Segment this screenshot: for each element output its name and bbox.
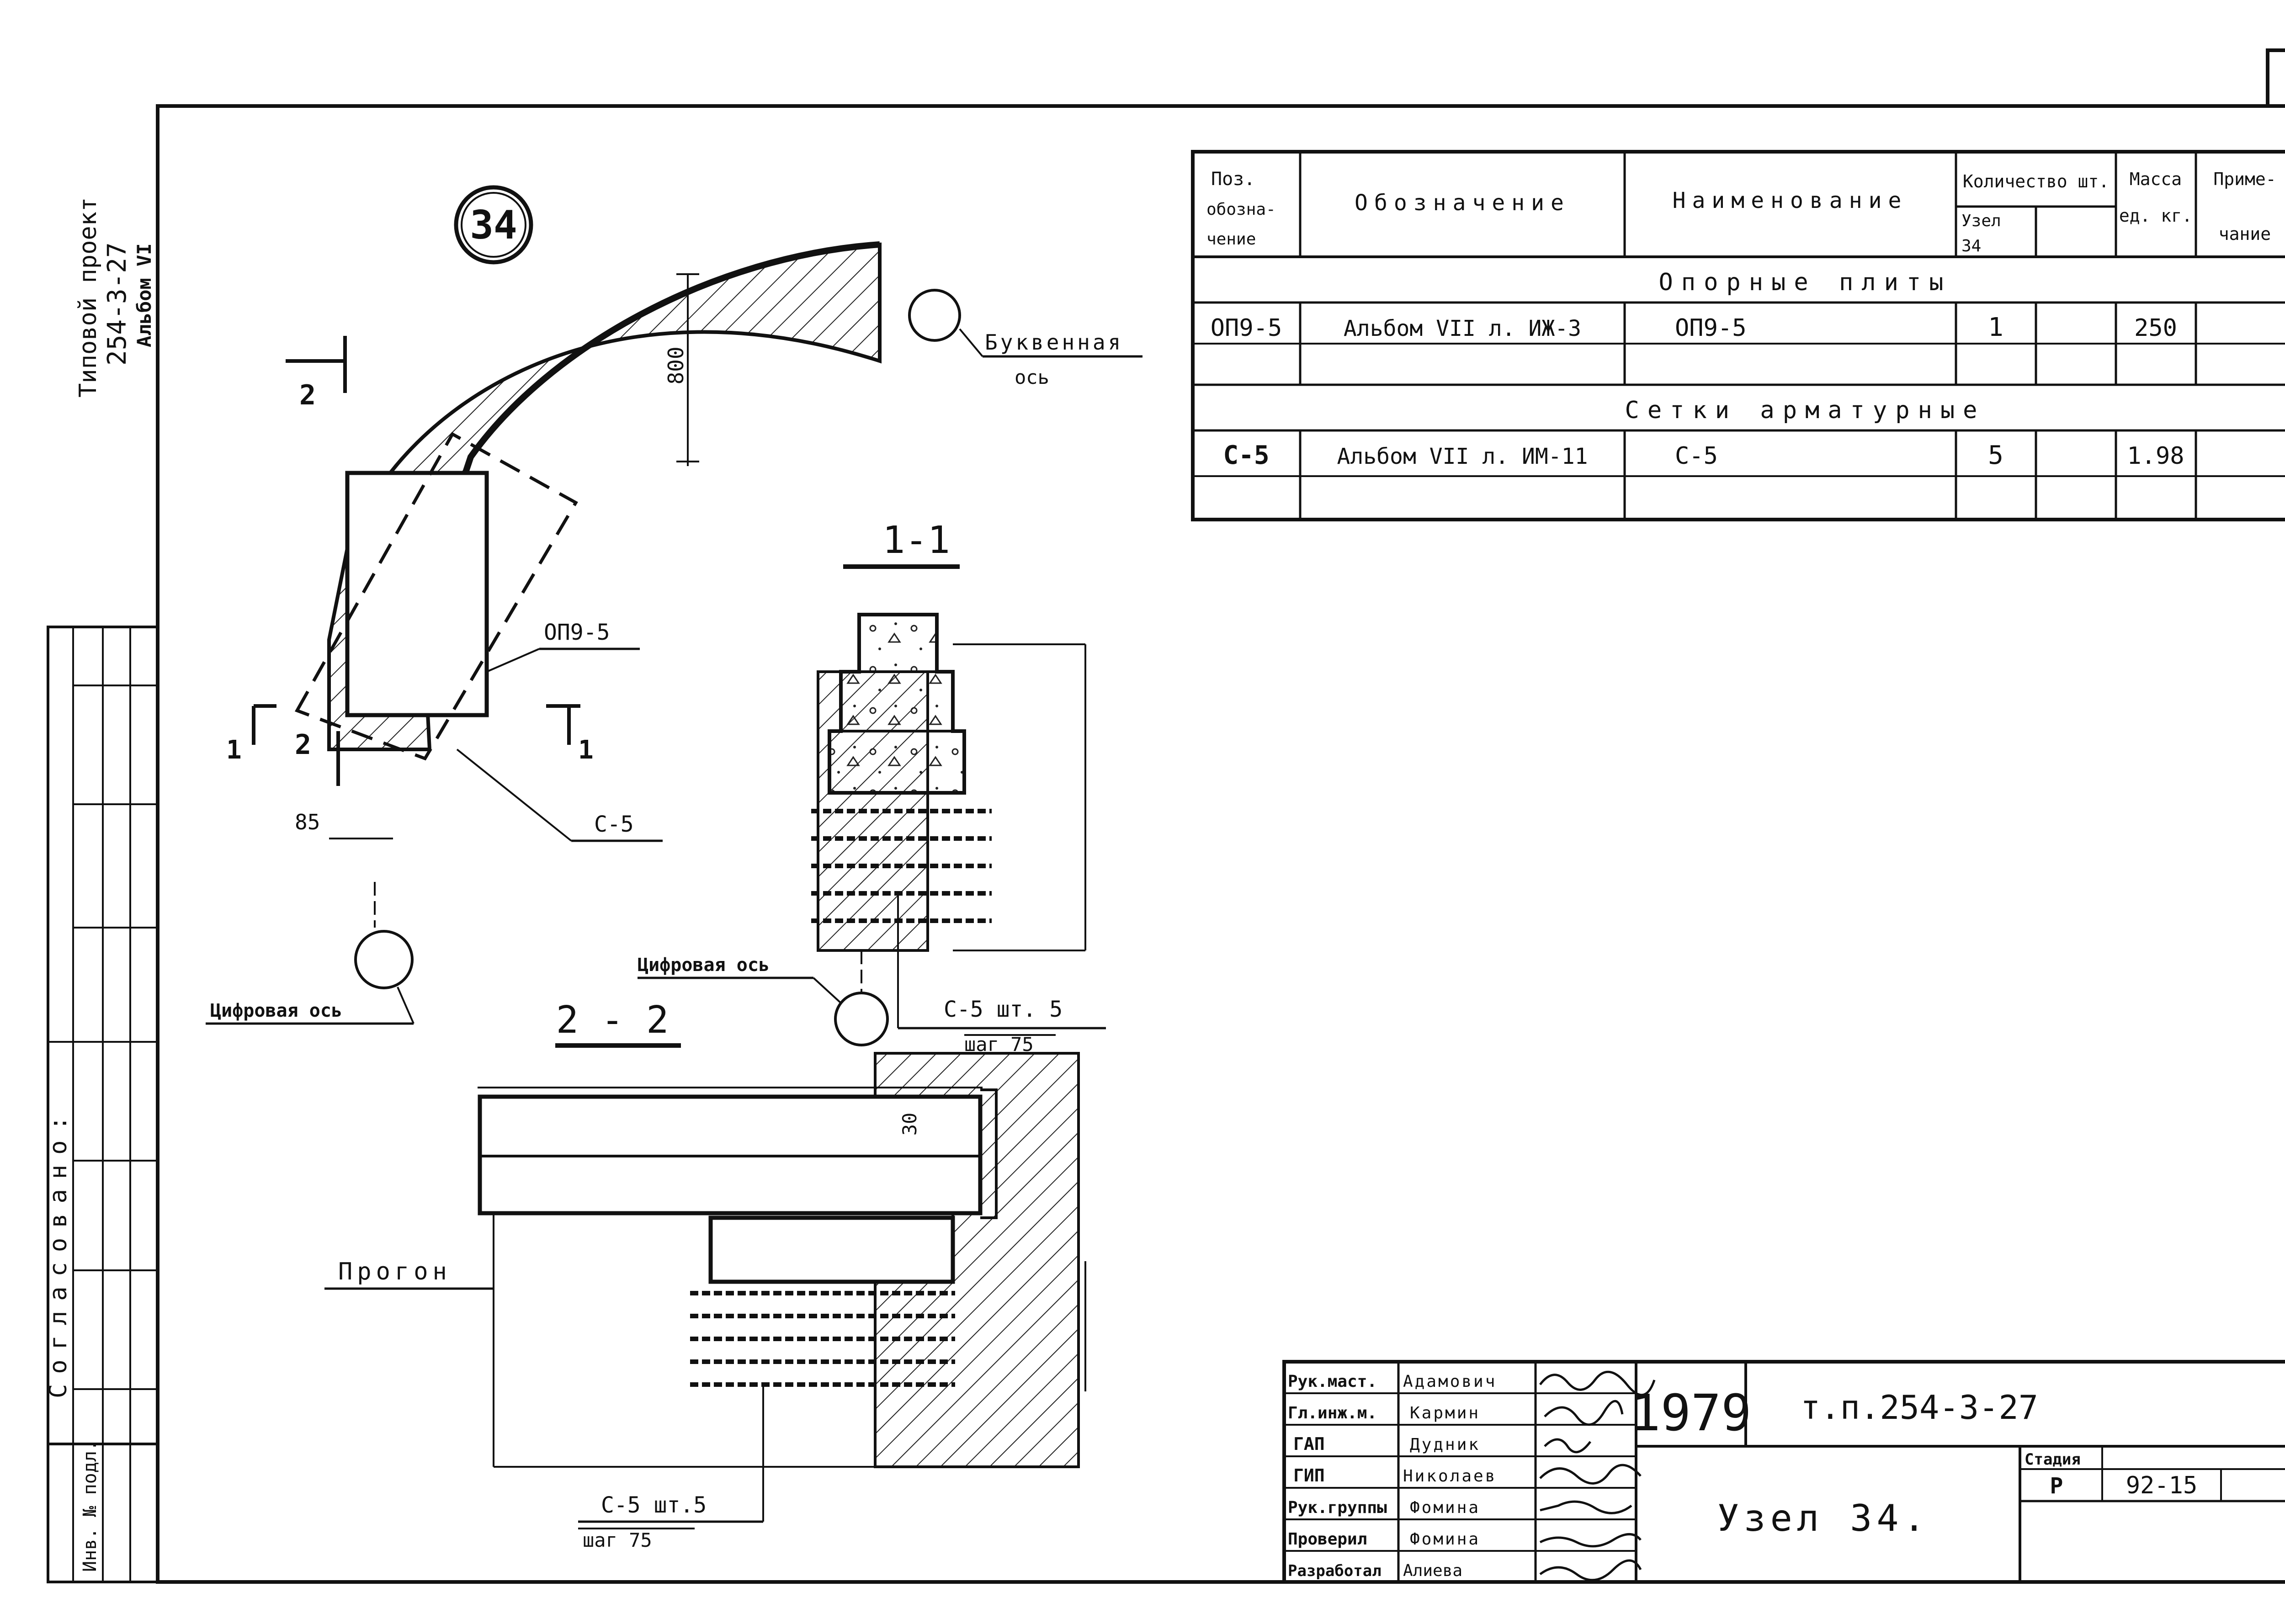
row1-name: ОП9-5 [1675, 314, 1747, 342]
approval-strip: Согласовано: Инв. № подл. [45, 626, 159, 1583]
page-number-box [2266, 48, 2285, 108]
row1-designation: Альбом VII л. ИЖ-3 [1344, 316, 1581, 341]
header-pos-2: обозна- [1206, 200, 1276, 219]
section-2-2-mesh-label: С-5 шт.5 [601, 1492, 707, 1518]
section-2-2: 2 - 2 30 С-5 шт.5 шаг 75 Прогон [324, 998, 1086, 1551]
cut-1-left: 1 [226, 735, 242, 765]
section-1-1-mesh-step: шаг 75 [964, 1033, 1034, 1056]
title-code: т.п.254-3-27 [1801, 1388, 2038, 1427]
header-qty-node-number: 34 [1961, 237, 1981, 255]
dim-800: 800 [664, 346, 688, 384]
section-title-meshes: Сетки арматурные [1625, 397, 1986, 424]
section-1-1-title: 1-1 [882, 519, 950, 562]
row1-mass: 250 [2134, 314, 2177, 342]
plan-label-op9-5: ОП9-5 [544, 620, 610, 645]
svg-text:Альбом VI: Альбом VI [133, 243, 155, 347]
header-pos-3: чение [1206, 230, 1256, 249]
name-1: Адамович [1403, 1372, 1497, 1391]
section-1-1-axis-bubble [834, 992, 889, 1046]
title-drawing-name: Узел 34. [1717, 1497, 1929, 1539]
letter-axis-label: Буквенная [985, 330, 1123, 355]
purlin-label: Прогон [338, 1258, 452, 1285]
node-marker-circle [454, 185, 533, 265]
name-6: Фомина [1410, 1530, 1480, 1549]
dim-30: 30 [898, 1113, 921, 1136]
role-7: Разработал [1288, 1562, 1382, 1580]
name-4: Николаев [1403, 1467, 1497, 1486]
section-2-2-title: 2 - 2 [556, 998, 669, 1042]
support-plate-section [708, 1215, 955, 1284]
row2-qty: 5 [1988, 440, 2003, 470]
name-5: Фомина [1410, 1498, 1480, 1517]
row1-pos: ОП9-5 [1211, 314, 1282, 342]
svg-text:254-3-27: 254-3-27 [102, 242, 132, 366]
title-block: Рук.маст. Гл.инж.м. ГАП ГИП Рук.группы П… [1282, 1360, 2285, 1584]
signatures [1539, 1370, 1656, 1582]
stage-label: Стадия [2025, 1450, 2081, 1469]
header-designation: Обозначение [1355, 190, 1570, 216]
dim-85: 85 [295, 810, 320, 834]
mesh-c5-dashed [294, 432, 578, 761]
digit-axis-label: Цифровая ось [210, 1000, 342, 1021]
role-6: Проверил [1288, 1530, 1367, 1549]
section-1-1: 1-1 С-5 шт. 5 шаг 75 Цифровая ось [638, 519, 1106, 1056]
header-note-1: Приме- [2213, 169, 2276, 189]
plan-view: 800 Буквенная ось ОП9-5 С-5 2 1 2 1 85 [206, 241, 1142, 1025]
stage-value: Р [2050, 1473, 2063, 1499]
header-note-2: чание [2219, 224, 2271, 244]
section-1-1-axis-label: Цифровая ось [638, 955, 770, 976]
role-4: ГИП [1293, 1465, 1325, 1486]
header-qty: Количество шт. [1963, 171, 2109, 191]
role-3: ГАП [1293, 1434, 1325, 1454]
inventory-label: Инв. № подл. [80, 1440, 101, 1572]
digit-axis-bubble [354, 930, 414, 989]
spec-table: Поз. обозна- чение Обозначение Наименова… [1191, 150, 2285, 521]
header-name: Наименование [1673, 188, 1908, 213]
header-pos-1: Поз. [1211, 169, 1255, 190]
row1-qty: 1 [1988, 313, 2003, 342]
role-1: Рук.маст. [1288, 1372, 1377, 1391]
section-2-2-mesh-step: шаг 75 [583, 1529, 652, 1551]
section-1-1-mesh-label: С-5 шт. 5 [944, 997, 1063, 1022]
letter-axis-label-2: ось [1015, 366, 1049, 388]
name-3: Дудник [1410, 1435, 1480, 1454]
node-marker-label: 34 [470, 202, 517, 248]
cut-2-top: 2 [299, 379, 316, 411]
role-5: Рук.группы [1288, 1498, 1387, 1517]
svg-text:Типовой проект: Типовой проект [74, 197, 102, 398]
plan-label-c5: С-5 [594, 812, 634, 837]
row2-name: С-5 [1675, 442, 1718, 470]
cut-2-left: 2 [295, 729, 311, 761]
header-mass-2: ед. кг. [2119, 206, 2192, 226]
role-2: Гл.инж.м. [1288, 1404, 1377, 1422]
section-title-support-plates: Опорные плиты [1659, 269, 1952, 296]
header-qty-node: Узел [1961, 212, 2001, 230]
approval-label: Согласовано: [45, 1106, 72, 1398]
support-plate-op9-5 [345, 471, 489, 717]
header-mass-1: Масса [2130, 169, 2182, 189]
letter-axis-bubble [908, 289, 961, 342]
row2-designation: Альбом VII л. ИМ-11 [1337, 444, 1588, 469]
title-year: 1979 [1631, 1384, 1752, 1442]
cut-1-right: 1 [578, 735, 594, 765]
name-7: Алиева [1403, 1561, 1462, 1580]
row2-mass: 1.98 [2127, 442, 2184, 470]
project-side-stamp: Типовой проект 254-3-27 Альбом VI [74, 197, 155, 398]
row2-pos: С-5 [1223, 440, 1269, 470]
name-2: Кармин [1410, 1404, 1480, 1422]
sheet-code: 92-15 [2126, 1472, 2198, 1499]
